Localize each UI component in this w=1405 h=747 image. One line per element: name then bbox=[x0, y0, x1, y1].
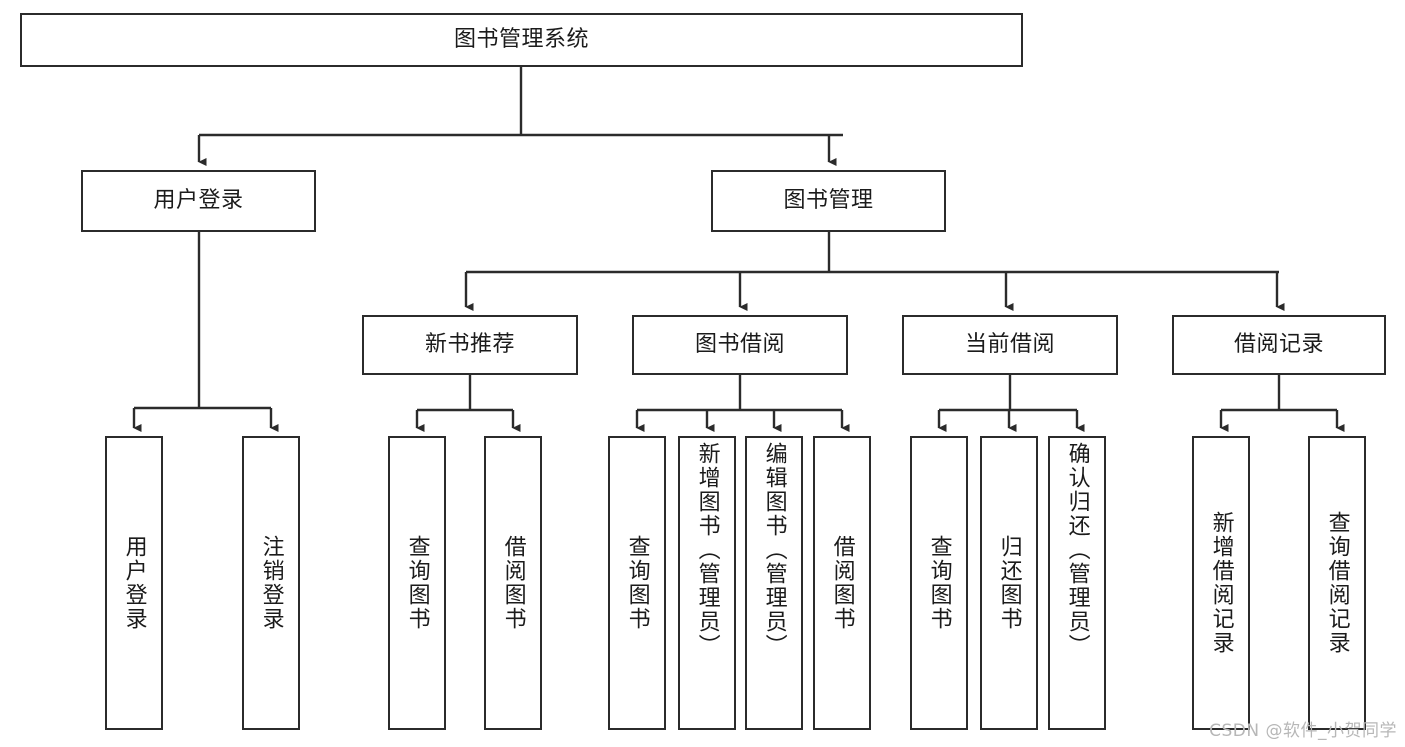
node-book-manage-label: 图书管理 bbox=[783, 187, 874, 213]
node-root-system[interactable]: 图书管理系统 bbox=[20, 13, 1023, 67]
leaf-user-login-label: 用户登录 bbox=[121, 535, 147, 631]
node-user-login[interactable]: 用户登录 bbox=[81, 170, 316, 232]
leaf-confirm-return-label: 确认归还（管理员） bbox=[1064, 442, 1090, 658]
node-borrow-record[interactable]: 借阅记录 bbox=[1172, 315, 1386, 375]
node-current-borrow[interactable]: 当前借阅 bbox=[902, 315, 1118, 375]
leaf-borrow-book-recommend-label: 借阅图书 bbox=[500, 535, 526, 631]
node-current-borrow-label: 当前借阅 bbox=[964, 331, 1055, 357]
node-book-borrow-label: 图书借阅 bbox=[694, 331, 785, 357]
node-new-book-recommend[interactable]: 新书推荐 bbox=[362, 315, 578, 375]
leaf-borrow-book[interactable]: 借阅图书 bbox=[813, 436, 871, 730]
node-book-manage[interactable]: 图书管理 bbox=[711, 170, 946, 232]
leaf-return-book[interactable]: 归还图书 bbox=[980, 436, 1038, 730]
leaf-query-book-recommend[interactable]: 查询图书 bbox=[388, 436, 446, 730]
leaf-query-book-recommend-label: 查询图书 bbox=[404, 535, 430, 631]
leaf-query-book-current-label: 查询图书 bbox=[926, 535, 952, 631]
leaf-confirm-return[interactable]: 确认归还（管理员） bbox=[1048, 436, 1106, 730]
leaf-query-book-borrow[interactable]: 查询图书 bbox=[608, 436, 666, 730]
leaf-add-borrow-record-label: 新增借阅记录 bbox=[1208, 511, 1234, 655]
leaf-logout-label: 注销登录 bbox=[258, 535, 284, 631]
leaf-query-borrow-record-label: 查询借阅记录 bbox=[1324, 511, 1350, 655]
node-borrow-record-label: 借阅记录 bbox=[1233, 331, 1324, 357]
leaf-query-borrow-record[interactable]: 查询借阅记录 bbox=[1308, 436, 1366, 730]
node-root-label: 图书管理系统 bbox=[453, 26, 589, 52]
leaf-add-book[interactable]: 新增图书（管理员） bbox=[678, 436, 736, 730]
node-user-login-label: 用户登录 bbox=[153, 187, 244, 213]
leaf-edit-book-label: 编辑图书（管理员） bbox=[761, 442, 787, 658]
leaf-add-borrow-record[interactable]: 新增借阅记录 bbox=[1192, 436, 1250, 730]
csdn-watermark: CSDN @软件_小贺同学 bbox=[1209, 721, 1397, 741]
node-new-book-recommend-label: 新书推荐 bbox=[424, 331, 515, 357]
leaf-return-book-label: 归还图书 bbox=[996, 535, 1022, 631]
leaf-borrow-book-recommend[interactable]: 借阅图书 bbox=[484, 436, 542, 730]
leaf-query-book-current[interactable]: 查询图书 bbox=[910, 436, 968, 730]
leaf-add-book-label: 新增图书（管理员） bbox=[694, 442, 720, 658]
leaf-query-book-borrow-label: 查询图书 bbox=[624, 535, 650, 631]
leaf-edit-book[interactable]: 编辑图书（管理员） bbox=[745, 436, 803, 730]
leaf-borrow-book-label: 借阅图书 bbox=[829, 535, 855, 631]
node-book-borrow[interactable]: 图书借阅 bbox=[632, 315, 848, 375]
leaf-logout[interactable]: 注销登录 bbox=[242, 436, 300, 730]
leaf-user-login[interactable]: 用户登录 bbox=[105, 436, 163, 730]
